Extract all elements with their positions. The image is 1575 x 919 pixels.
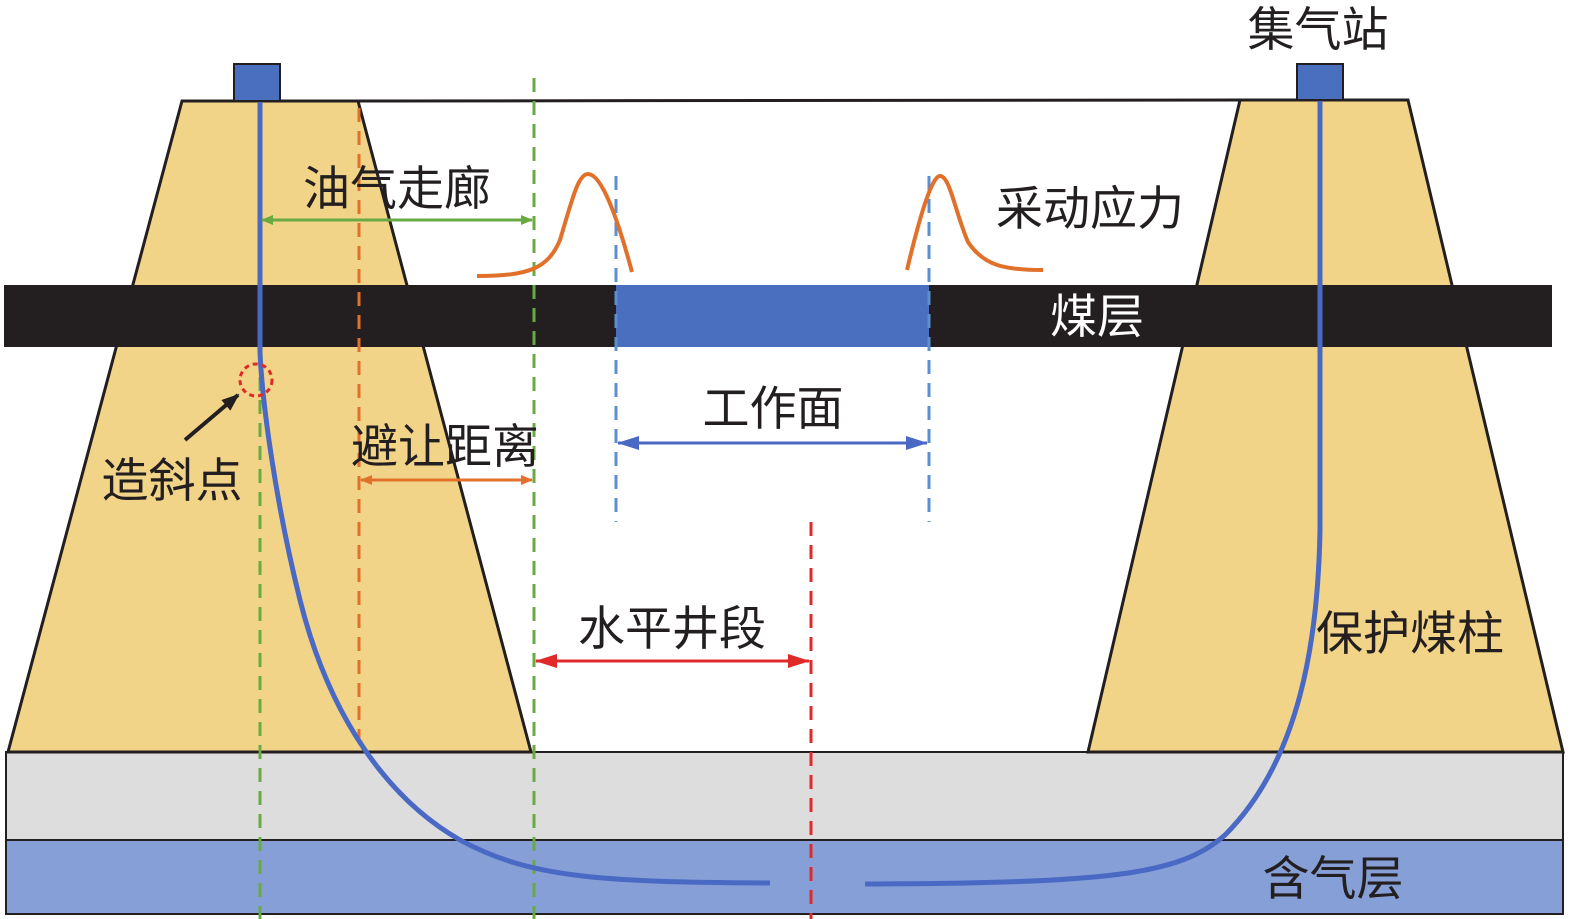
gas-station-label: 集气站 [1248, 3, 1389, 58]
protective-pillar-label: 保护煤柱 [1316, 607, 1504, 662]
working-face-label: 工作面 [703, 382, 844, 437]
left-gas-station-box [233, 63, 281, 102]
right-stress-curve [905, 173, 1044, 272]
right-protective-pillar [1086, 98, 1565, 754]
gas-bearing-layer [5, 839, 1564, 915]
mining-stress-label: 采动应力 [996, 182, 1184, 237]
right-well-path [864, 100, 1323, 887]
right-gas-station-box [1296, 63, 1344, 101]
avoidance-distance-label: 避让距离 [351, 420, 539, 475]
ground-surface-line [357, 98, 1241, 103]
working-face-block [616, 285, 929, 347]
coal-seam-label: 煤层 [1050, 290, 1144, 345]
kickoff-point-pointer [183, 393, 240, 442]
kickoff-point-circle [238, 362, 274, 398]
gas-bearing-layer-label: 含气层 [1263, 852, 1404, 907]
gray-rock-layer [5, 751, 1564, 841]
horizontal-section-label: 水平井段 [578, 602, 766, 657]
oil-gas-corridor-label: 油气走廊 [303, 162, 491, 217]
kickoff-point-label: 造斜点 [102, 454, 243, 509]
left-well-path [257, 100, 771, 886]
left-stress-curve [476, 171, 634, 278]
